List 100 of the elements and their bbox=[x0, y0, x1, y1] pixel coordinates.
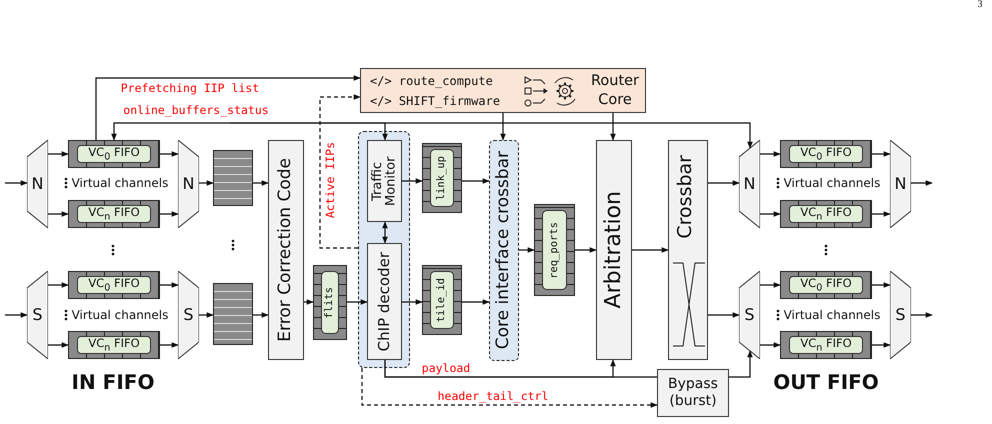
section-title: IN FIFO bbox=[72, 370, 154, 394]
port-label: S bbox=[31, 305, 44, 324]
block-label: Router Core bbox=[590, 72, 640, 110]
fifo-label: VC$_{n}$ FIFO bbox=[789, 205, 863, 223]
edge-label: payload bbox=[420, 362, 472, 374]
process-box bbox=[268, 140, 304, 360]
note-label: Virtual channels bbox=[72, 308, 168, 322]
code-line: </> route_compute bbox=[370, 74, 493, 88]
arrow bbox=[382, 221, 388, 244]
fifo-buffer bbox=[780, 331, 872, 359]
port-label: S bbox=[743, 305, 756, 324]
arrow bbox=[872, 282, 891, 288]
arrow bbox=[760, 151, 781, 157]
block-label: Core interface crossbar bbox=[495, 151, 513, 350]
arrow bbox=[519, 247, 535, 253]
arrow bbox=[708, 312, 740, 318]
arrow bbox=[199, 312, 214, 318]
bypass-box bbox=[657, 369, 729, 417]
edge-label: header_tail_ctrl bbox=[436, 390, 550, 402]
arrow bbox=[160, 151, 179, 157]
arrow bbox=[911, 312, 933, 318]
block-label: Arbitration bbox=[602, 191, 626, 309]
buffer-label: tile_id bbox=[436, 278, 448, 322]
arrow bbox=[872, 211, 891, 217]
arrow bbox=[5, 180, 28, 186]
router-core-box bbox=[360, 68, 646, 113]
arrow bbox=[632, 247, 669, 253]
section-title: OUT FIFO bbox=[773, 370, 879, 394]
buffer-label: req_ports bbox=[548, 222, 560, 278]
note-label: Virtual channels bbox=[72, 176, 168, 190]
arrow bbox=[48, 342, 69, 348]
arrow bbox=[760, 282, 781, 288]
fifo-buffer bbox=[780, 271, 872, 299]
fifo-label: VC$_{0}$ FIFO bbox=[77, 276, 151, 294]
crossbar-interface-box bbox=[489, 140, 519, 361]
port-label: S bbox=[894, 305, 907, 324]
arrow bbox=[462, 299, 490, 305]
fifo-buffer bbox=[780, 200, 872, 228]
arrow bbox=[48, 151, 69, 157]
arrow bbox=[347, 299, 368, 305]
block-label: Bypass (burst) bbox=[667, 376, 719, 410]
arrow bbox=[230, 122, 753, 149]
arrow bbox=[160, 342, 179, 348]
fifo-buffer bbox=[68, 271, 160, 299]
arrow bbox=[708, 180, 740, 186]
process-box bbox=[596, 140, 632, 360]
port-label: S bbox=[182, 305, 195, 324]
code-line: </> SHIFT_firmware bbox=[370, 94, 500, 108]
arrow bbox=[199, 180, 214, 186]
fifo-buffer bbox=[780, 140, 872, 168]
arrow bbox=[402, 178, 423, 184]
arrow bbox=[111, 122, 230, 141]
arrow bbox=[575, 247, 597, 253]
port-label: N bbox=[742, 174, 756, 193]
process-box bbox=[367, 140, 402, 222]
arrow bbox=[304, 299, 314, 305]
fifo-buffer bbox=[68, 200, 160, 228]
arrow bbox=[48, 211, 69, 217]
buffer-stack bbox=[213, 283, 253, 345]
arrow bbox=[160, 282, 179, 288]
buffer-register bbox=[534, 204, 575, 296]
fifo-label: VC$_{n}$ FIFO bbox=[77, 336, 151, 354]
block-label: Traffic Monitor bbox=[370, 155, 398, 208]
page-number: 3 bbox=[978, 0, 982, 10]
arrow bbox=[253, 180, 269, 186]
fifo-buffer bbox=[68, 140, 160, 168]
buffer-label: link_up bbox=[436, 156, 448, 200]
block-label: Error Correction Code bbox=[277, 158, 295, 342]
arrow bbox=[402, 299, 423, 305]
buffer-label: flits bbox=[324, 286, 336, 318]
arrow bbox=[729, 350, 753, 378]
arrow bbox=[160, 211, 179, 217]
arrow bbox=[500, 113, 506, 141]
block-label: ChIP decoder bbox=[376, 252, 392, 352]
crossbar-box bbox=[668, 140, 708, 360]
arrow bbox=[95, 75, 361, 140]
fifo-label: VC$_{n}$ FIFO bbox=[789, 336, 863, 354]
arrow bbox=[760, 211, 781, 217]
arrow bbox=[253, 312, 269, 318]
buffer-register bbox=[313, 265, 347, 340]
block-label: Crossbar bbox=[676, 155, 696, 239]
dashed-group-region bbox=[358, 131, 410, 368]
arrow bbox=[361, 368, 658, 408]
port-label: N bbox=[894, 174, 908, 193]
fifo-label: VC$_{n}$ FIFO bbox=[77, 205, 151, 223]
fifo-label: VC$_{0}$ FIFO bbox=[789, 276, 863, 294]
edge-label: Prefetching IIP list bbox=[118, 82, 262, 94]
port-label: N bbox=[30, 174, 44, 193]
buffer-register bbox=[422, 143, 462, 213]
process-box bbox=[367, 243, 402, 360]
arrow bbox=[5, 312, 28, 318]
arrow bbox=[872, 151, 891, 157]
arrow bbox=[319, 94, 361, 249]
fifo-label: VC$_{0}$ FIFO bbox=[77, 145, 151, 163]
arrow bbox=[48, 282, 69, 288]
fifo-label: VC$_{0}$ FIFO bbox=[789, 145, 863, 163]
arrow bbox=[760, 342, 781, 348]
arrow bbox=[610, 113, 616, 141]
port-label: N bbox=[182, 174, 196, 193]
buffer-stack bbox=[213, 150, 253, 206]
